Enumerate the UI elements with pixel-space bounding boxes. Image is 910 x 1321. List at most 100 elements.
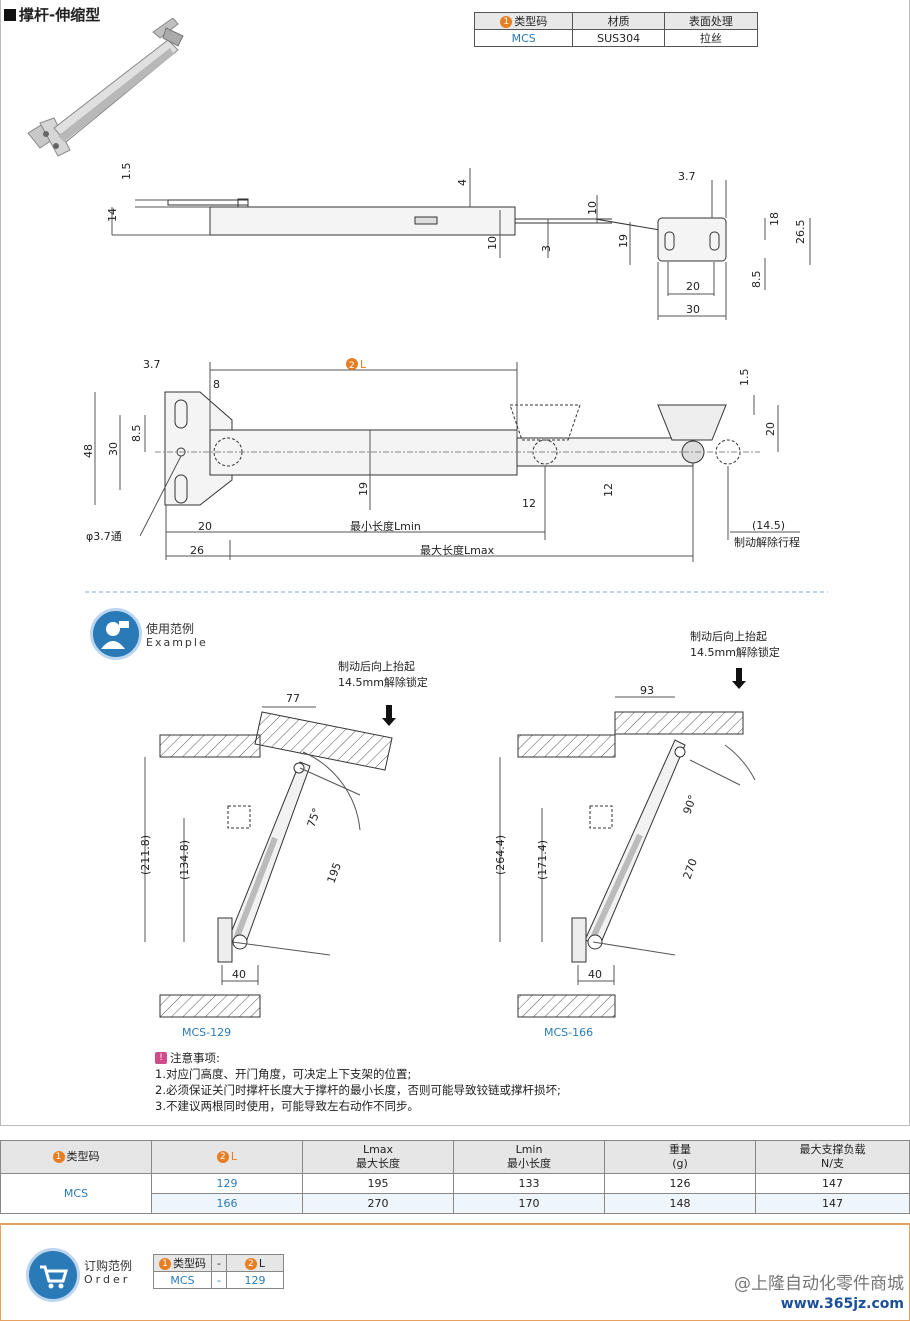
num-1-icon: 1 bbox=[159, 1258, 171, 1270]
left-dim-77: 77 bbox=[286, 692, 300, 705]
spec-h-weight: 重量(g) bbox=[604, 1140, 756, 1174]
dim-8_5-top: 8.5 bbox=[750, 271, 763, 289]
left-angle: 75° bbox=[305, 806, 324, 829]
spec-row1-lmin: 133 bbox=[453, 1173, 605, 1194]
dim-26_5: 26.5 bbox=[794, 220, 807, 245]
example-title-cn: 使用范例 bbox=[146, 622, 195, 636]
technical-drawing: 1.5 14 4 10 10 3 3.7 19 18 26.5 20 8.5 3… bbox=[82, 163, 828, 593]
dim-14: 14 bbox=[106, 208, 119, 222]
dim-lmax: 最大长度Lmax bbox=[420, 543, 495, 557]
right-note2: 14.5mm解除锁定 bbox=[690, 645, 780, 659]
spec-row1-weight: 126 bbox=[604, 1173, 756, 1194]
dim-20-side: 20 bbox=[764, 422, 777, 436]
left-dim-134: (134.8) bbox=[178, 840, 191, 880]
right-dim-93: 93 bbox=[640, 684, 654, 697]
dim-30-top: 30 bbox=[686, 303, 700, 316]
dim-1_5-top: 1.5 bbox=[120, 163, 133, 181]
spec-h-type-label: 类型码 bbox=[66, 1150, 100, 1163]
order-h-sep: - bbox=[211, 1254, 227, 1272]
right-dim-171: (171.4) bbox=[536, 840, 549, 880]
dim-20-top: 20 bbox=[686, 280, 700, 293]
title-text: 撑杆-伸缩型 bbox=[19, 6, 101, 24]
left-model: MCS-129 bbox=[182, 1026, 231, 1039]
num-2-icon bbox=[346, 358, 358, 370]
spec-h-lmax-2: 最大长度 bbox=[356, 1157, 400, 1170]
left-dim-40: 40 bbox=[232, 968, 246, 981]
spec-row2-lmax: 270 bbox=[302, 1193, 454, 1214]
spec-h-load-2: N/支 bbox=[821, 1157, 844, 1170]
dim-26: 26 bbox=[190, 544, 204, 557]
example-title-en: Example bbox=[146, 636, 208, 649]
dim-stroke-label: 制动解除行程 bbox=[734, 535, 800, 549]
spec-h-lmin-1: Lmin bbox=[515, 1143, 543, 1156]
dim-1_5-side: 1.5 bbox=[738, 369, 751, 387]
dim-19-top: 19 bbox=[617, 234, 630, 248]
spec-row1-load: 147 bbox=[755, 1173, 910, 1194]
num-2-icon: 2 bbox=[216, 1151, 229, 1163]
spec-h-load-1: 最大支撑负载 bbox=[799, 1143, 866, 1156]
right-dim-264: (264.4) bbox=[494, 835, 507, 875]
num-2-label: 2 bbox=[349, 361, 355, 371]
right-note1: 制动后向上抬起 bbox=[690, 629, 767, 643]
mat-cell-type: MCS bbox=[473, 29, 574, 47]
dim-8: 8 bbox=[213, 378, 220, 391]
dim-10a: 10 bbox=[586, 201, 599, 215]
warning-icon: ! bbox=[155, 1052, 167, 1064]
spec-h-weight-1: 重量 bbox=[669, 1143, 691, 1156]
spec-row1-lmax: 195 bbox=[302, 1173, 454, 1194]
order-v-L: 129 bbox=[225, 1271, 284, 1289]
mat-cell-surface: 拉丝 bbox=[663, 29, 759, 47]
num-1-icon: 1 bbox=[500, 16, 513, 28]
dim-20b: 20 bbox=[198, 520, 212, 533]
dim-hole: φ3.7通 bbox=[86, 530, 122, 543]
L-label: L bbox=[360, 358, 367, 371]
left-note1: 制动后向上抬起 bbox=[338, 659, 415, 673]
notes-heading: 注意事项: bbox=[170, 1051, 220, 1065]
dim-30-side: 30 bbox=[107, 442, 120, 456]
right-dim-40: 40 bbox=[588, 968, 602, 981]
right-angle: 90° bbox=[681, 793, 700, 816]
watermark-line1: @上隆自动化零件商城 bbox=[734, 1274, 904, 1294]
mat-header-surface: 表面处理 bbox=[663, 12, 759, 30]
num-1-icon: 1 bbox=[52, 1151, 65, 1163]
note-item-1: 1.对应门高度、开门角度，可决定上下支架的位置; bbox=[155, 1067, 412, 1081]
spec-h-lmax-1: Lmax bbox=[362, 1143, 394, 1156]
dim-4: 4 bbox=[456, 179, 469, 186]
cart-icon bbox=[26, 1248, 80, 1302]
watermark-line2: www.365jz.com bbox=[780, 1296, 904, 1312]
dim-3_7-top: 3.7 bbox=[678, 170, 696, 183]
spec-row2-lmin: 170 bbox=[453, 1193, 605, 1214]
spec-row2-L: 166 bbox=[151, 1193, 303, 1214]
spec-cell-type: MCS bbox=[0, 1173, 152, 1214]
dim-lmin: 最小长度Lmin bbox=[350, 519, 421, 533]
example-drawings: 制动后向上抬起 14.5mm解除锁定 77 (211.8) (134.8) 75… bbox=[139, 629, 780, 1039]
dim-48: 48 bbox=[82, 444, 95, 458]
order-title-en: Order bbox=[84, 1273, 131, 1286]
spec-row2-load: 147 bbox=[755, 1193, 910, 1214]
dim-10b: 10 bbox=[486, 236, 499, 250]
note-item-2: 2.必须保证关门时撑杆长度大于撑杆的最小长度，否则可能导致铰链或撑杆损坏; bbox=[155, 1083, 561, 1097]
dim-12a: 12 bbox=[522, 497, 536, 510]
example-user-icon bbox=[90, 608, 142, 660]
dim-12b: 12 bbox=[602, 483, 615, 497]
mat-header-type-label: 类型码 bbox=[514, 15, 548, 28]
spec-row1-L: 129 bbox=[151, 1173, 303, 1194]
dim-3_7-side: 3.7 bbox=[143, 358, 161, 371]
spec-row2-weight: 148 bbox=[604, 1193, 756, 1214]
spec-h-lmin-2: 最小长度 bbox=[507, 1157, 551, 1170]
left-note2: 14.5mm解除锁定 bbox=[338, 675, 428, 689]
mat-cell-material: SUS304 bbox=[572, 29, 665, 47]
dim-18: 18 bbox=[768, 212, 781, 226]
right-dim-270: 270 bbox=[681, 857, 700, 881]
spec-h-L-label: L bbox=[230, 1150, 238, 1163]
